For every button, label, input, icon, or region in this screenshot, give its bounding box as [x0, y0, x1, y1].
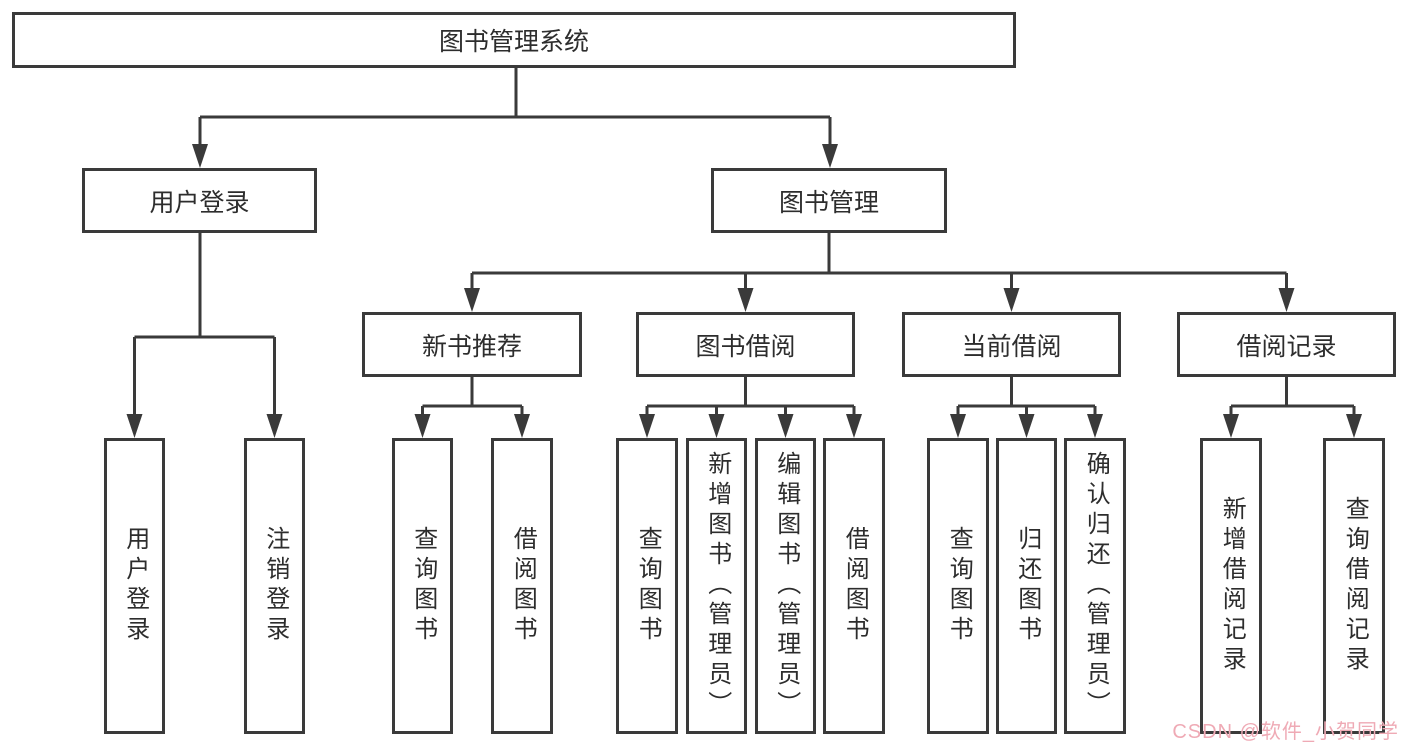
node-book-borrow: 图书借阅 [636, 312, 855, 377]
node-user-login: 用户登录 [82, 168, 317, 233]
leaf-query-borrow-record: 查询借阅记录 [1323, 438, 1385, 734]
leaf-add-book-admin-label: 新增图书（管理员） [703, 451, 731, 721]
leaf-query-books-recommend: 查询图书 [392, 438, 453, 734]
leaf-return-book: 归还图书 [996, 438, 1057, 734]
node-user-login-label: 用户登录 [149, 188, 250, 217]
leaf-logout-label: 注销登录 [261, 526, 289, 646]
node-book-management: 图书管理 [711, 168, 947, 233]
leaf-user-login: 用户登录 [104, 438, 165, 734]
node-current-borrow: 当前借阅 [902, 312, 1121, 377]
node-borrow-records: 借阅记录 [1177, 312, 1396, 377]
leaf-confirm-return-admin-label: 确认归还（管理员） [1082, 451, 1110, 721]
node-root-library-system: 图书管理系统 [12, 12, 1016, 68]
leaf-borrow-book: 借阅图书 [823, 438, 885, 734]
leaf-edit-book-admin: 编辑图书（管理员） [755, 438, 816, 734]
leaf-borrow-books-recommend: 借阅图书 [491, 438, 553, 734]
leaf-edit-book-admin-label: 编辑图书（管理员） [772, 451, 800, 721]
leaf-query-books-borrow: 查询图书 [616, 438, 678, 734]
leaf-query-books-recommend-label: 查询图书 [409, 526, 437, 646]
leaf-query-borrow-record-label: 查询借阅记录 [1341, 496, 1369, 676]
node-borrow-records-label: 借阅记录 [1236, 332, 1337, 361]
leaf-user-login-label: 用户登录 [121, 526, 149, 646]
leaf-query-books-current-label: 查询图书 [945, 526, 973, 646]
leaf-logout: 注销登录 [244, 438, 305, 734]
csdn-watermark: CSDN @软件_小贺同学 [1172, 721, 1399, 743]
leaf-add-borrow-record: 新增借阅记录 [1200, 438, 1262, 734]
leaf-borrow-book-label: 借阅图书 [841, 526, 869, 646]
node-new-book-recommend: 新书推荐 [362, 312, 582, 377]
arrowheads [126, 144, 1362, 438]
leaf-confirm-return-admin: 确认归还（管理员） [1064, 438, 1126, 734]
node-current-borrow-label: 当前借阅 [961, 332, 1062, 361]
leaf-add-borrow-record-label: 新增借阅记录 [1218, 496, 1246, 676]
leaf-return-book-label: 归还图书 [1013, 526, 1041, 646]
node-new-book-recommend-label: 新书推荐 [421, 332, 522, 361]
leaf-query-books-borrow-label: 查询图书 [634, 526, 662, 646]
leaf-borrow-books-recommend-label: 借阅图书 [509, 526, 537, 646]
node-book-management-label: 图书管理 [778, 188, 879, 217]
leaf-add-book-admin: 新增图书（管理员） [686, 438, 747, 734]
node-book-borrow-label: 图书借阅 [695, 332, 796, 361]
leaf-query-books-current: 查询图书 [927, 438, 989, 734]
node-root-label: 图书管理系统 [438, 28, 589, 56]
